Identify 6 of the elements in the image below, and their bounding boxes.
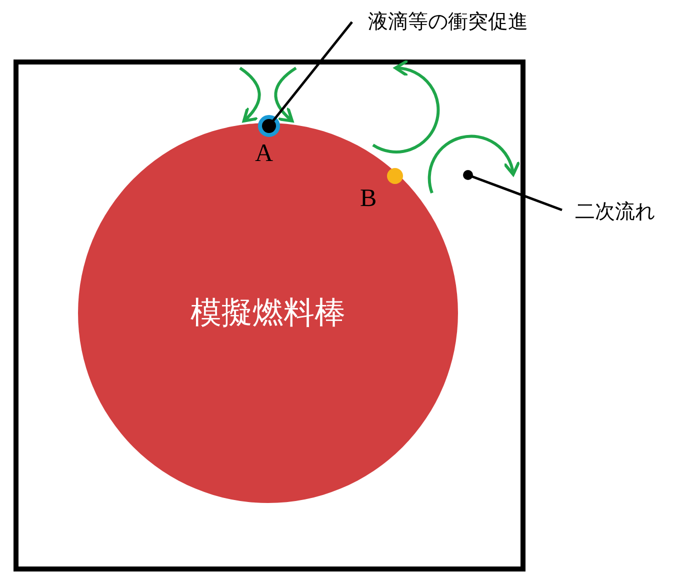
leader-line [463,170,562,212]
point-label: A [255,140,274,168]
callout-label: 二次流れ [575,198,655,225]
point-label: B [360,185,377,213]
node-label: 模擬燃料棒 [190,294,346,333]
callout-label: 液滴等の衝突促進 [368,8,528,35]
